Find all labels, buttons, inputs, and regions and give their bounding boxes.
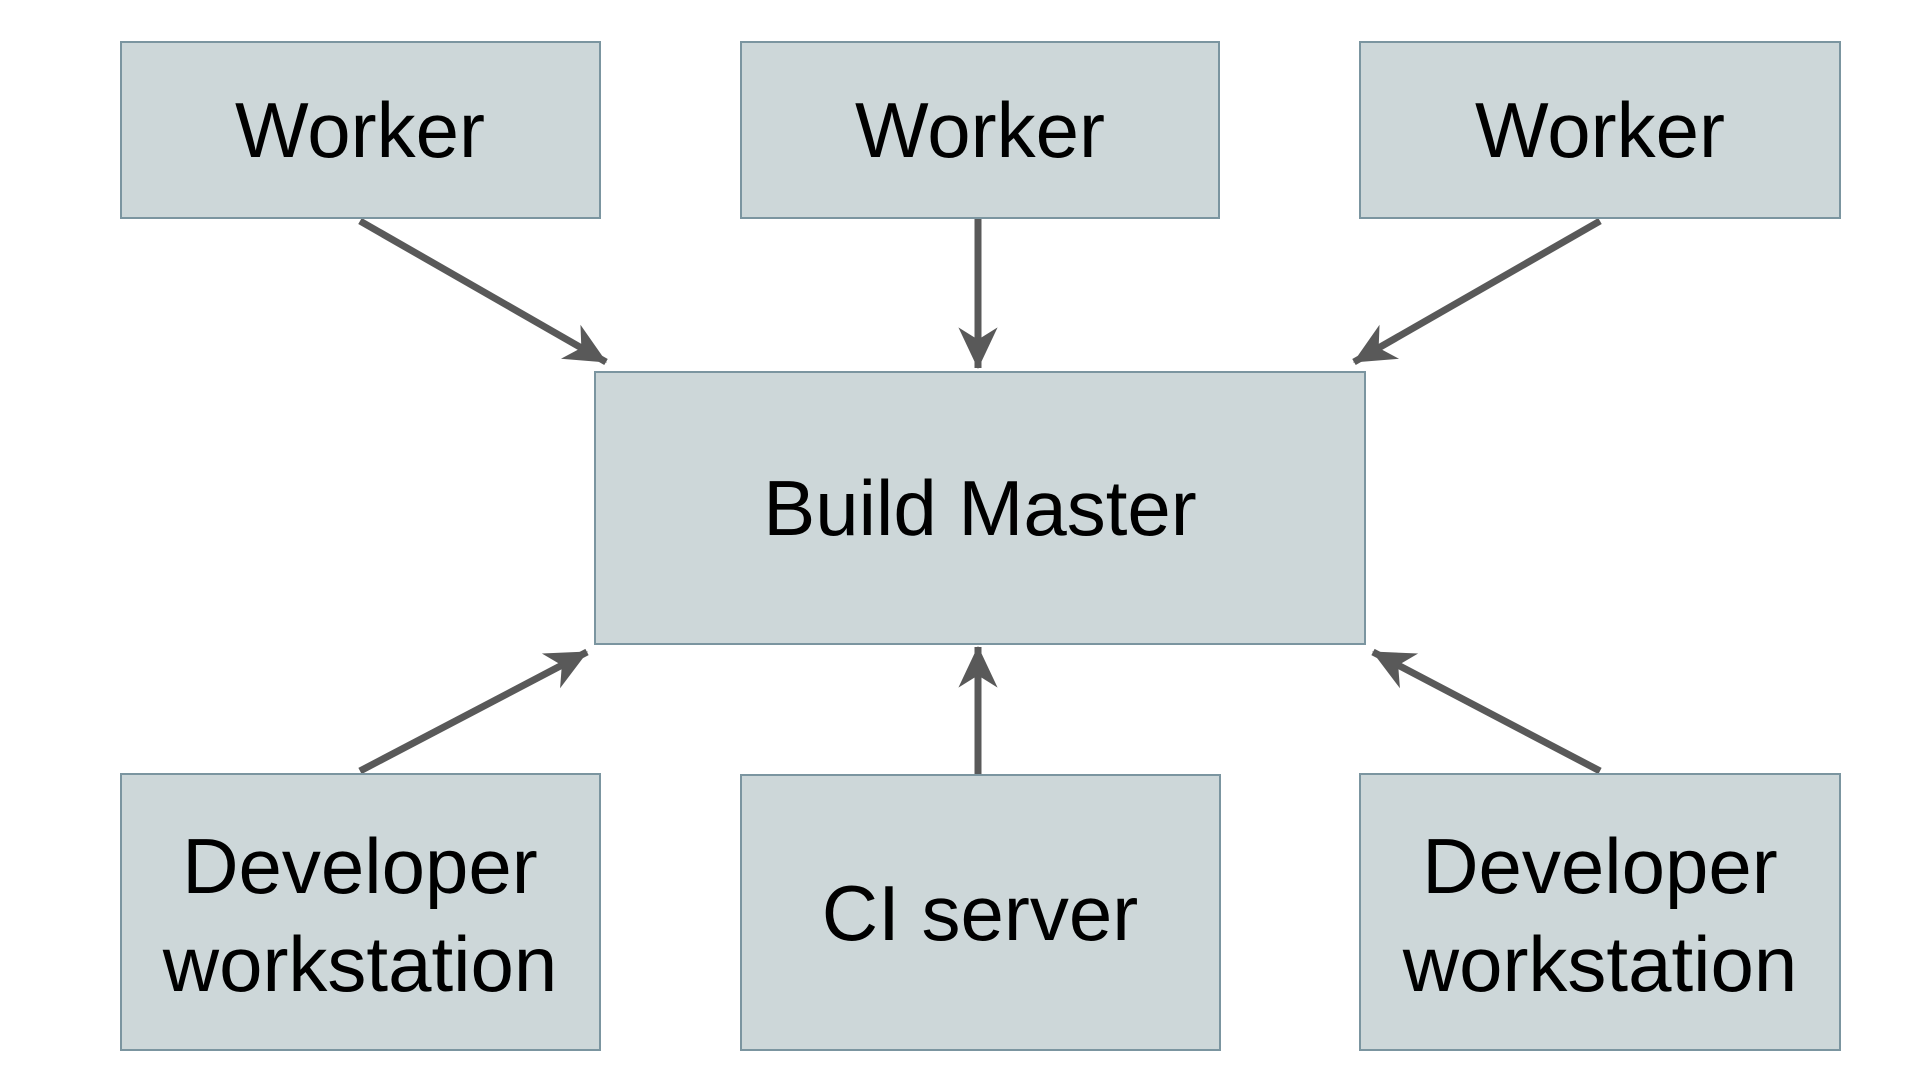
- edges: [358, 217, 1602, 775]
- node-worker-2-label: Worker: [855, 86, 1105, 174]
- node-worker-3-box: [1359, 41, 1841, 219]
- node-build-master: Build Master: [594, 371, 1366, 645]
- node-build-master-box: [594, 371, 1366, 645]
- node-developer-workstation-left: Developer workstation: [120, 773, 601, 1051]
- node-worker-1-label: Worker: [235, 86, 485, 174]
- node-worker-3: Worker: [1359, 41, 1841, 219]
- node-ci-server-box: [740, 774, 1221, 1051]
- node-developer-workstation-right: Developer workstation: [1359, 773, 1841, 1051]
- node-developer-workstation-right-box: [1359, 773, 1841, 1051]
- node-worker-1-box: [120, 41, 601, 219]
- node-developer-workstation-right-label-line-1: Developer: [1422, 822, 1778, 910]
- node-developer-workstation-left-label-line-2: workstation: [162, 920, 558, 1008]
- edge-developer-workstation-right-to-build-master: [1371, 648, 1602, 775]
- node-build-master-label: Build Master: [763, 464, 1197, 552]
- edge-worker-3-to-build-master: [1352, 217, 1602, 366]
- node-worker-3-label: Worker: [1475, 86, 1725, 174]
- edge-worker-1-to-build-master: [358, 217, 608, 366]
- node-ci-server: CI server: [740, 774, 1221, 1051]
- node-developer-workstation-left-label-line-1: Developer: [182, 822, 538, 910]
- node-ci-server-label: CI server: [822, 869, 1138, 957]
- edge-developer-workstation-left-to-build-master: [358, 648, 589, 775]
- node-worker-2-box: [740, 41, 1220, 219]
- node-worker-1: Worker: [120, 41, 601, 219]
- node-developer-workstation-left-box: [120, 773, 601, 1051]
- node-worker-2: Worker: [740, 41, 1220, 219]
- node-developer-workstation-right-label-line-2: workstation: [1402, 920, 1798, 1008]
